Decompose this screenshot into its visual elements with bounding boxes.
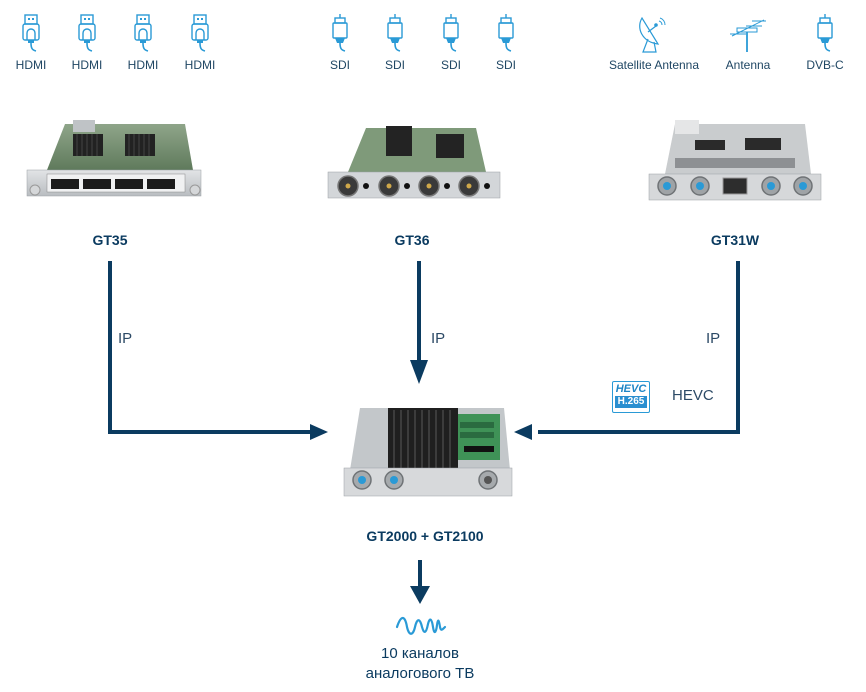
source-label: SDI: [384, 58, 405, 72]
badge-top-text: HEVC: [615, 383, 647, 395]
source-label: HDMI: [71, 58, 103, 72]
device-name-gt31w: GT31W: [710, 232, 760, 248]
device-name-gt35: GT35: [92, 232, 128, 248]
antenna-icon: [730, 19, 766, 52]
source-hdmi-2: HDMI: [57, 14, 117, 72]
analog-wave-icon: [395, 616, 447, 635]
source-label: Satellite Antenna: [608, 58, 700, 72]
device-gt31w-image: [645, 118, 825, 215]
flow-label-left: IP: [118, 330, 133, 347]
flow-line-gt35: [108, 261, 312, 434]
source-label: HDMI: [15, 58, 47, 72]
source-label: SDI: [440, 58, 461, 72]
output-label-line1: 10 каналов: [381, 645, 459, 662]
source-sdi-2: SDI: [365, 14, 425, 72]
source-label: DVB-C: [806, 58, 844, 72]
source-hdmi-4: HDMI: [170, 14, 230, 72]
output-label-line2: аналогового ТВ: [365, 665, 475, 682]
flow-label-center: IP: [431, 330, 446, 347]
flow-label-right: IP: [706, 330, 721, 347]
source-sdi-1: SDI: [310, 14, 370, 72]
device-name-gt36: GT36: [394, 232, 430, 248]
source-sdi-3: SDI: [421, 14, 481, 72]
source-hdmi-1: HDMI: [1, 14, 61, 72]
device-gt36-image: [326, 122, 502, 213]
source-dvbc: DVB-C: [795, 14, 855, 72]
source-label: SDI: [329, 58, 350, 72]
satellite-dish-icon: [639, 16, 666, 53]
device-gt35-image: [25, 118, 205, 213]
arrowhead-output: [410, 586, 430, 604]
source-sdi-4: SDI: [476, 14, 536, 72]
flow-line-gt31w: [538, 261, 740, 434]
source-satellite: Satellite Antenna: [609, 14, 699, 72]
device-name-gt2000-gt2100: GT2000 + GT2100: [366, 528, 484, 544]
codec-label: HEVC: [672, 387, 714, 404]
device-gt2000-image: [338, 402, 518, 507]
source-label: HDMI: [127, 58, 159, 72]
arrowhead-right: [310, 424, 328, 440]
badge-bottom-text: H.265: [615, 396, 647, 408]
arrowhead-down: [410, 360, 428, 384]
source-hdmi-3: HDMI: [113, 14, 173, 72]
source-antenna: Antenna: [718, 14, 778, 72]
arrowhead-left: [514, 424, 532, 440]
source-label: HDMI: [184, 58, 216, 72]
source-label: SDI: [495, 58, 516, 72]
source-label: Antenna: [725, 58, 771, 72]
hevc-h265-badge-icon: HEVC H.265: [612, 381, 650, 413]
